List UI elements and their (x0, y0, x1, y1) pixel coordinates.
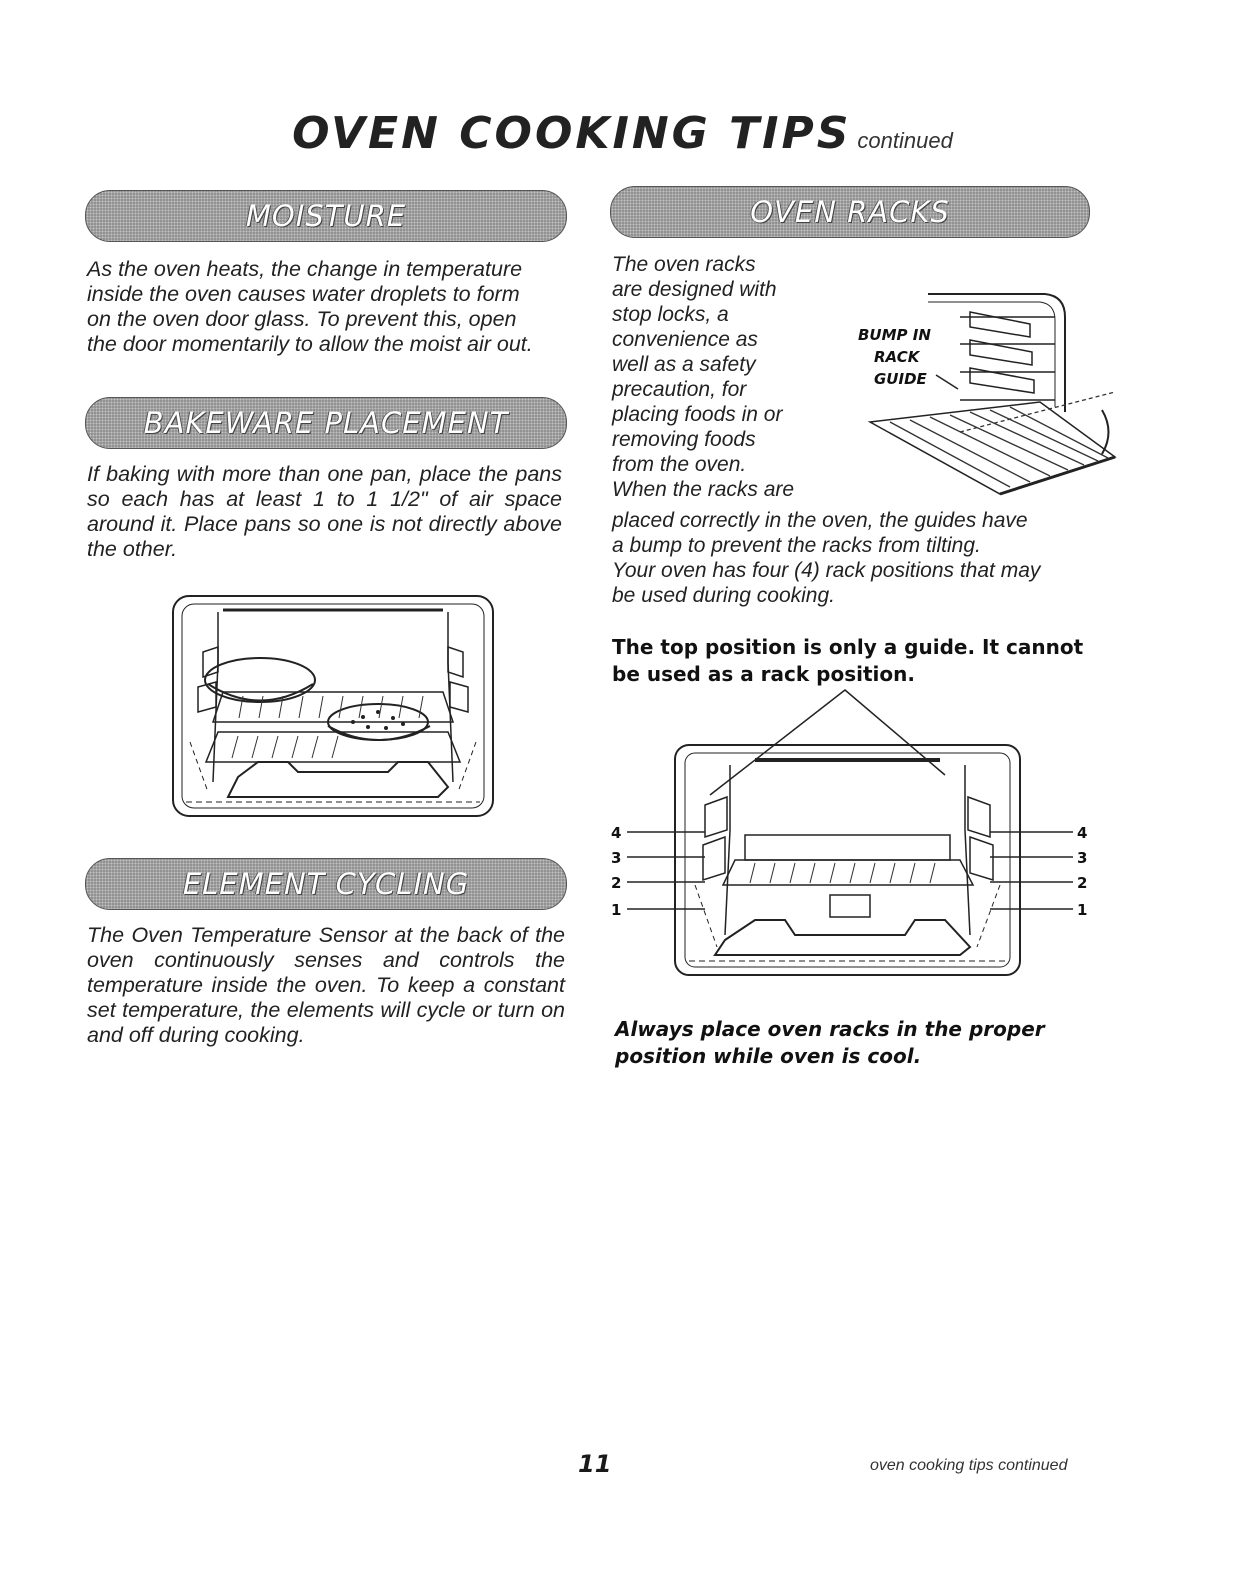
moisture-banner: MOISTURE (85, 190, 567, 242)
racks-line: removing foods (612, 428, 756, 451)
racks-line: stop locks, a (612, 303, 729, 326)
moisture-text: As the oven heats, the change in tempera… (87, 257, 587, 357)
rack-position-right-2: 2 (1077, 874, 1087, 892)
racks-line: well as a safety (612, 353, 756, 376)
rack-position-right-1: 1 (1077, 901, 1087, 919)
bakeware-oven-illustration (172, 595, 494, 817)
bakeware-banner: BAKEWARE PLACEMENT (85, 397, 567, 449)
rack-position-right-4: 4 (1077, 824, 1087, 842)
oven-racks-banner: OVEN RACKS (610, 186, 1090, 238)
element-cycling-banner: ELEMENT CYCLING (85, 858, 567, 910)
bump-label-line: GUIDE (874, 370, 928, 388)
racks-line: placed correctly in the oven, the guides… (612, 509, 1028, 532)
bakeware-text: If baking with more than one pan, place … (87, 462, 562, 561)
oven-racks-heading: OVEN RACKS (750, 195, 950, 229)
racks-line: are designed with (612, 278, 777, 301)
bakeware-heading: BAKEWARE PLACEMENT (143, 406, 509, 440)
racks-line: from the oven. (612, 453, 747, 476)
element-cycling-text: The Oven Temperature Sensor at the back … (87, 923, 565, 1047)
title-main: OVEN COOKING TIPS (292, 108, 852, 159)
rack-position-left-3: 3 (611, 849, 621, 867)
rack-position-left-4: 4 (611, 824, 621, 842)
page-number: 11 (578, 1450, 612, 1478)
racks-line: placing foods in or (612, 403, 783, 426)
oven-racks-narrow-text: The oven racks are designed with stop lo… (612, 252, 827, 502)
bump-label-line: RACK (874, 348, 921, 366)
moisture-line: inside the oven causes water droplets to… (87, 282, 520, 306)
racks-line: Your oven has four (4) rack positions th… (612, 559, 1041, 582)
racks-line: The oven racks (612, 253, 756, 276)
title-subtitle: continued (857, 128, 953, 153)
moisture-line: the door momentarily to allow the moist … (87, 332, 533, 356)
racks-line: When the racks are (612, 478, 795, 501)
moisture-heading: MOISTURE (245, 199, 407, 233)
racks-line: be used during cooking. (612, 584, 835, 607)
oven-racks-wide-text: placed correctly in the oven, the guides… (612, 508, 1102, 608)
top-position-note: The top position is only a guide. It can… (612, 635, 1084, 686)
rack-position-left-1: 1 (611, 901, 621, 919)
racks-line: convenience as (612, 328, 758, 351)
racks-line: precaution, for (612, 378, 747, 401)
rack-positions-illustration: 4 3 2 1 4 3 2 1 (611, 689, 1087, 976)
moisture-line: on the oven door glass. To prevent this,… (87, 307, 517, 331)
rack-position-right-3: 3 (1077, 849, 1087, 867)
warning-note: Always place oven racks in the proper po… (615, 1017, 1045, 1068)
footer-text: oven cooking tips continued (870, 1457, 1068, 1474)
racks-line: a bump to prevent the racks from tilting… (612, 534, 981, 557)
element-cycling-heading: ELEMENT CYCLING (182, 867, 470, 901)
rack-guide-illustration: BUMP IN RACK GUIDE (858, 293, 1117, 496)
rack-position-left-2: 2 (611, 874, 621, 892)
bump-label-line: BUMP IN (858, 326, 931, 344)
moisture-line: As the oven heats, the change in tempera… (87, 257, 523, 281)
